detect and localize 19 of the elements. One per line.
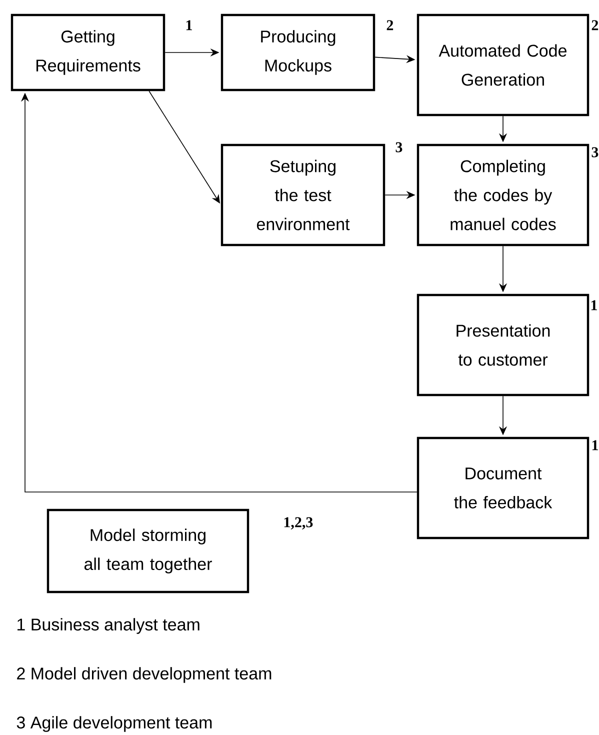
- team-number: 3: [396, 142, 402, 152]
- legend-text: 2 Model driven development team: [17, 667, 272, 683]
- team-number: 2: [592, 20, 598, 30]
- process-box: Getting Requirements: [10, 14, 166, 92]
- process-box: Completing the codes by manuel codes: [416, 144, 590, 246]
- team-number: 1: [591, 300, 597, 310]
- legend-text: 1 Business analyst team: [18, 618, 200, 634]
- team-number: 1: [186, 20, 192, 30]
- team-number: 3: [592, 147, 598, 158]
- team-number: 2: [386, 20, 394, 30]
- process-box: Model storming all team together: [46, 508, 250, 594]
- legend-text: 3 Agile development team: [16, 716, 212, 732]
- team-number: 1,2,3: [284, 517, 313, 530]
- team-number: 1: [592, 440, 598, 450]
- process-box: Setuping the test environment: [220, 144, 386, 246]
- process-box: Presentation to customer: [416, 294, 590, 396]
- process-box: Document the feedback: [416, 436, 590, 540]
- process-box: Producing Mockups: [220, 14, 376, 92]
- process-box: Automated Code Generation: [416, 14, 590, 116]
